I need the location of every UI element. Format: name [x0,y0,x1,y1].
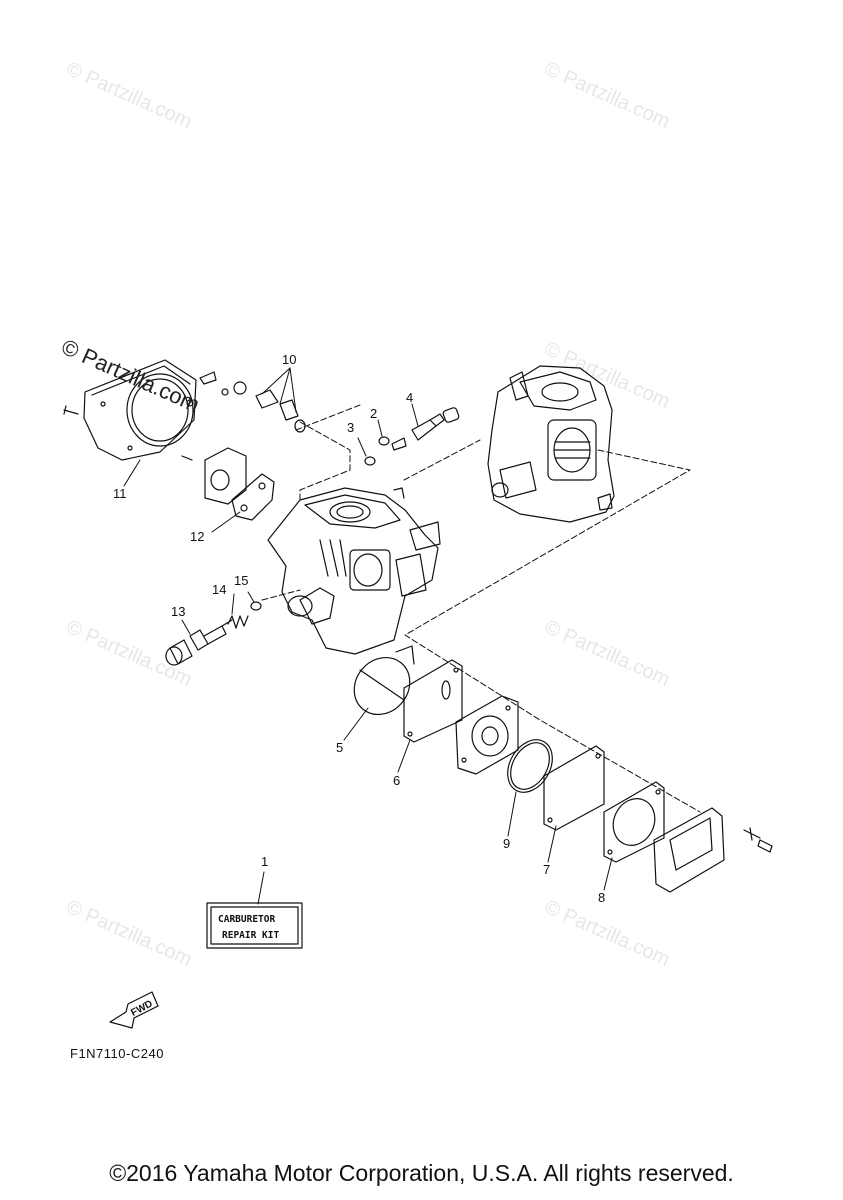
pump-end-cover [653,807,773,893]
part-15-o-ring [250,601,262,611]
part-9-o-ring [507,739,553,793]
callout-13: 13 [171,604,185,619]
callout-7: 7 [543,862,550,877]
carburetor-right [487,365,615,523]
part-12-gasket [231,473,275,521]
callout-10: 10 [282,352,296,367]
assembly-lines [261,404,701,813]
part-13-adjust-screw [165,619,233,666]
callout-14: 14 [212,582,226,597]
diagram-code: F1N7110-C240 [70,1046,164,1061]
callout-6: 6 [393,773,400,788]
part-6-plate [403,659,463,743]
part-10-small-parts [199,371,306,433]
part-3-o-ring [364,456,376,466]
callout-11: 11 [113,486,127,501]
repair-kit-line2: REPAIR KIT [222,930,279,941]
callout-5: 5 [336,740,343,755]
part-5-diaphragm [353,645,415,716]
callout-2: 2 [370,406,377,421]
part-14-spring [227,615,249,629]
fwd-arrow-icon [109,991,159,1029]
part-7-plate [543,745,605,831]
callout-12: 12 [190,529,204,544]
leader-lines [123,367,613,905]
callout-4: 4 [406,390,413,405]
callout-3: 3 [347,420,354,435]
pump-cover [181,447,247,505]
repair-kit-line1: CARBURETOR [218,914,275,925]
callout-9: 9 [503,836,510,851]
copyright-notice: ©2016 Yamaha Motor Corporation, U.S.A. A… [109,1160,734,1186]
pump-body [455,695,519,775]
callout-8: 8 [598,890,605,905]
callout-1: 1 [261,854,268,869]
part-2-washer [378,436,407,451]
part-11-diaphragm-cover [63,359,197,461]
repair-kit-box [206,902,303,949]
carburetor-left [267,487,441,655]
callout-15: 15 [234,573,248,588]
part-4-screw [411,407,460,441]
part-8-gasket [603,781,665,863]
